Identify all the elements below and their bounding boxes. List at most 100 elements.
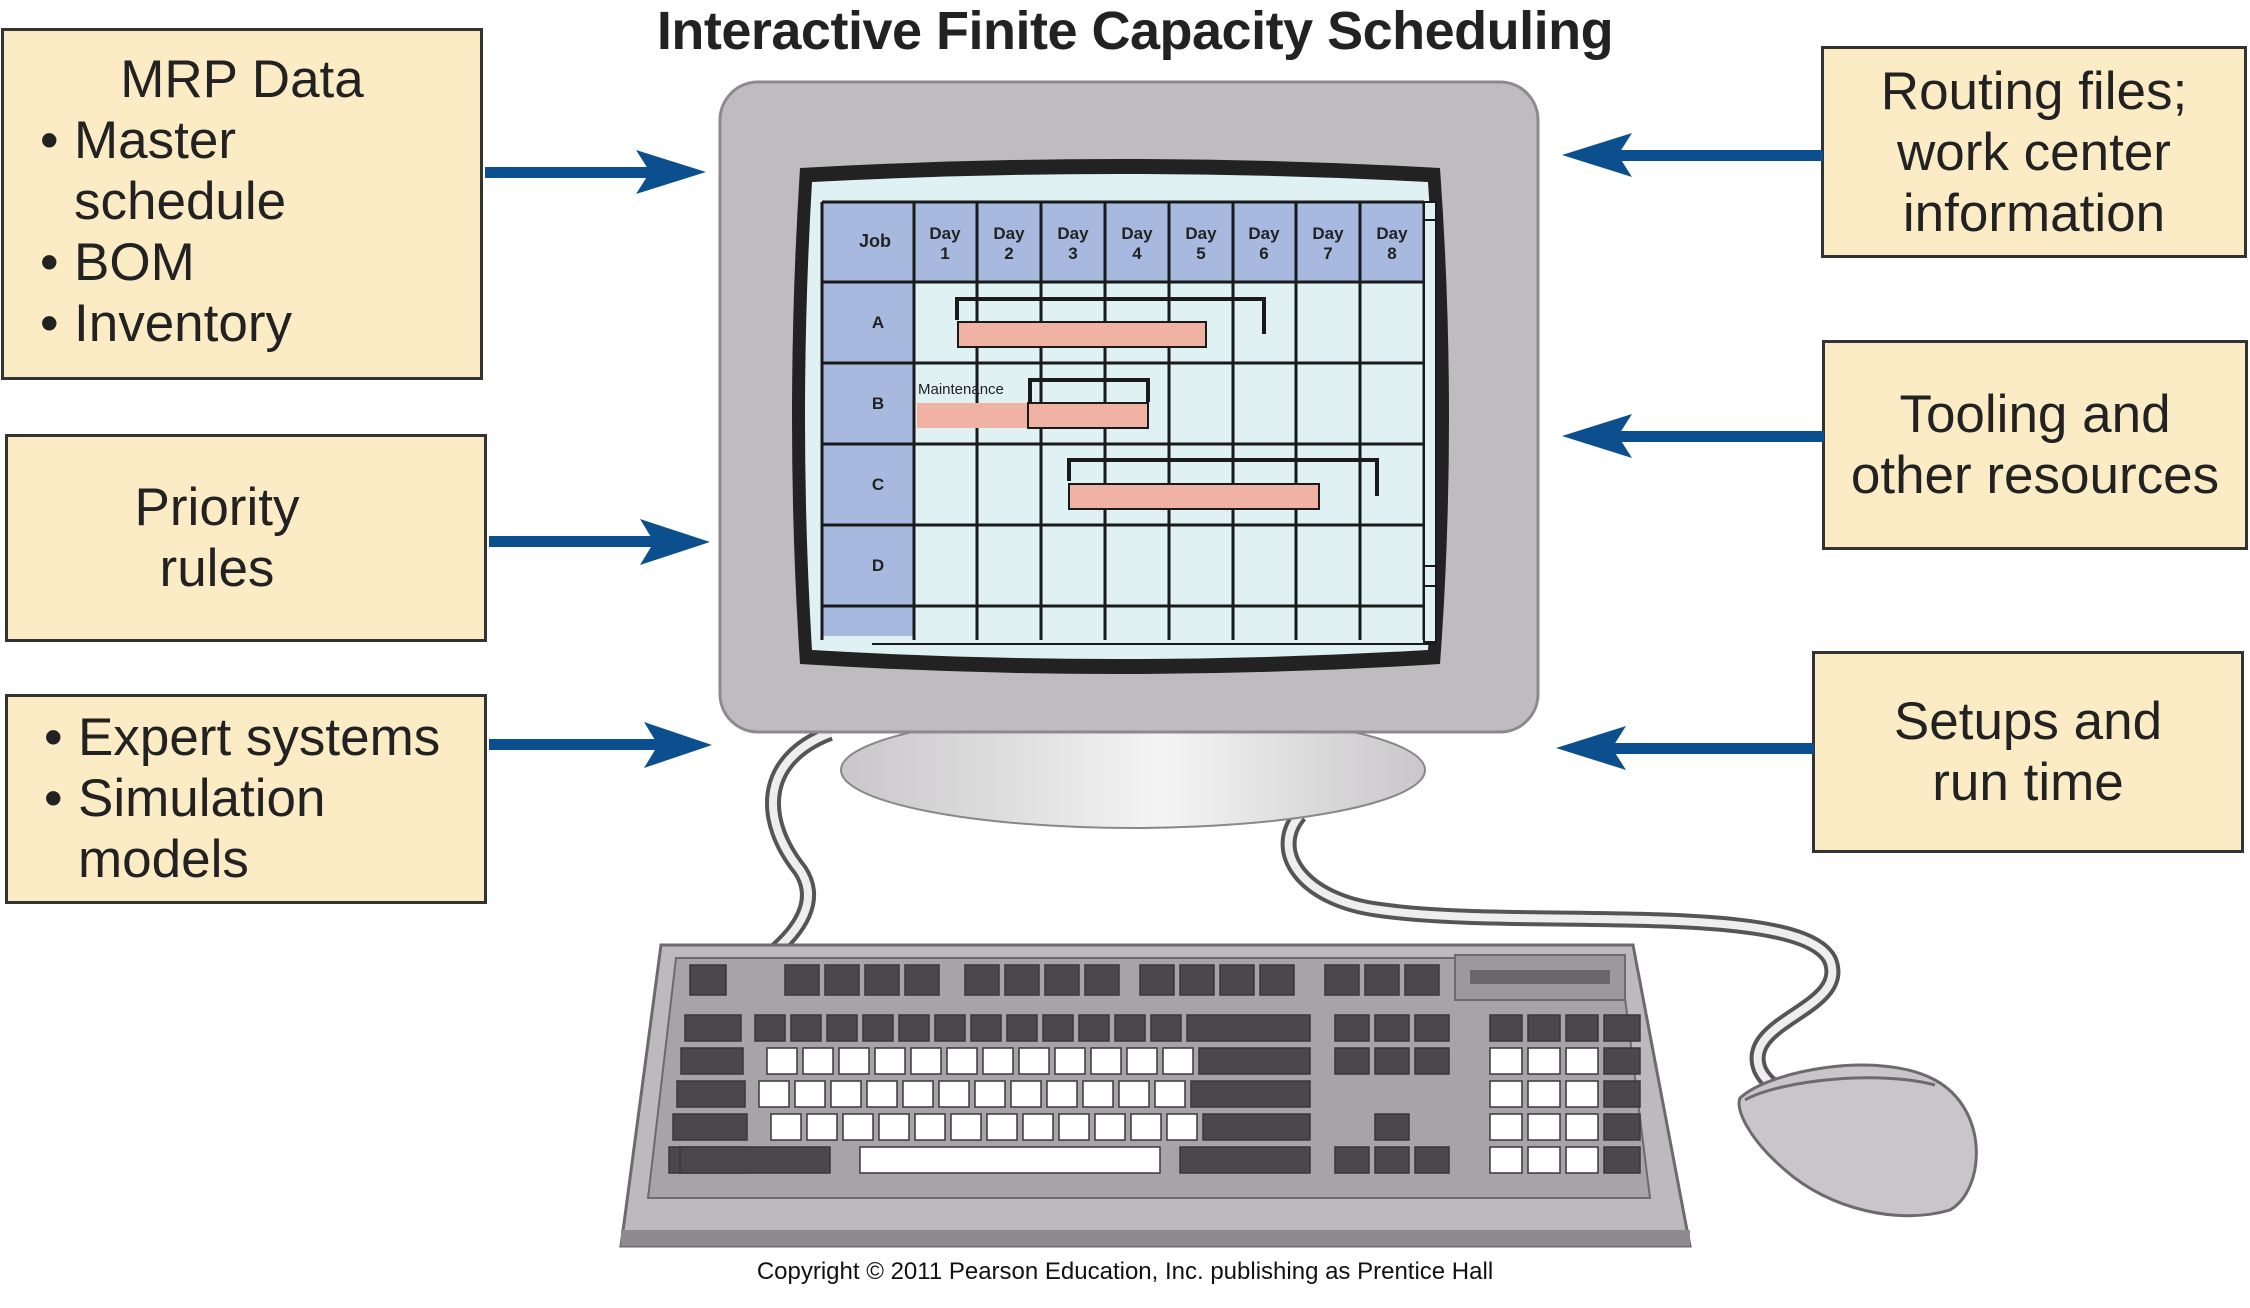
keyboard-key (676, 1080, 746, 1108)
routing-files-box: Routing files; work center information (1821, 46, 2247, 258)
keyboard-key (806, 1113, 838, 1141)
keyboard-key (1126, 1047, 1158, 1075)
keyboard-key (1414, 1146, 1450, 1174)
keyboard-key (1565, 1146, 1599, 1174)
keyboard-key (1334, 1146, 1370, 1174)
keyboard-key (1018, 1047, 1050, 1075)
keyboard-key (1404, 964, 1440, 996)
keyboard-key (1186, 1014, 1311, 1042)
keyboard-key (1022, 1113, 1054, 1141)
mouse (1737, 1063, 1978, 1218)
tooling-line-2: other resources (1850, 446, 2220, 505)
day-header-2: Day (993, 224, 1025, 243)
keyboard-key (866, 1080, 898, 1108)
keyboard-key (1565, 1080, 1599, 1108)
arrow-routing (1562, 133, 1823, 177)
keyboard-key (910, 1047, 942, 1075)
keyboard (619, 943, 1692, 1248)
keyboard-key (1334, 1014, 1370, 1042)
day-number-5: 5 (1196, 244, 1205, 263)
keyboard-key (1527, 1047, 1561, 1075)
arrow-setups (1556, 726, 1814, 770)
keyboard-key (842, 1113, 874, 1141)
day-header-8: Day (1376, 224, 1408, 243)
mrp-data-box: MRP Data Master schedule BOM Inventory (1, 28, 483, 380)
mrp-item-bom: BOM (4, 232, 480, 293)
copyright-note: Copyright © 2011 Pearson Education, Inc.… (756, 1258, 1494, 1285)
keyboard-key (1374, 1014, 1410, 1042)
keyboard-key (878, 1113, 910, 1141)
keyboard-key (838, 1047, 870, 1075)
keyboard-key (1219, 964, 1255, 996)
keyboard-key (680, 1047, 744, 1075)
setups-box: Setups and run time (1812, 651, 2244, 853)
priority-rules-line-1: Priority (134, 478, 300, 537)
job-b-bar (1027, 402, 1149, 429)
day-number-4: 4 (1132, 244, 1142, 263)
keyboard-key (1042, 1014, 1074, 1042)
keyboard-key (874, 1047, 906, 1075)
keyboard-key (950, 1113, 982, 1141)
keyboard-key (859, 1146, 1161, 1174)
routing-line-3: information (1902, 183, 2166, 243)
keyboard-key (1118, 1080, 1150, 1108)
item-simulation-models: Simulation models (8, 768, 358, 890)
keyboard-key (1150, 1014, 1182, 1042)
keyboard-key (1489, 1014, 1523, 1042)
keyboard-key (1162, 1047, 1194, 1075)
item-expert-systems: Expert systems (8, 707, 484, 768)
arrow-tooling (1562, 414, 1824, 458)
mouse-cable-inner (1284, 812, 1837, 1099)
keyboard-key (1094, 1113, 1126, 1141)
day-header-7: Day (1312, 224, 1344, 243)
keyboard-key (1054, 1047, 1086, 1075)
mrp-data-heading: MRP Data (120, 50, 364, 109)
keyboard-key (1565, 1047, 1599, 1075)
keyboard-key (1374, 1113, 1410, 1141)
keyboard-key (902, 1080, 934, 1108)
keyboard-key (784, 964, 820, 996)
keyboard-key (904, 964, 940, 996)
keyboard-key (1374, 1047, 1410, 1075)
keyboard-key (1527, 1146, 1561, 1174)
keyboard-key (1603, 1080, 1641, 1108)
arrow-expert (489, 722, 712, 768)
keyboard-key (1527, 1080, 1561, 1108)
keyboard-key (1324, 964, 1360, 996)
priority-rules-line-2: rules (159, 539, 275, 598)
keyboard-key (770, 1113, 802, 1141)
setups-line-2: run time (1932, 753, 2124, 812)
keyboard-key (672, 1113, 748, 1141)
job-c-bar (1068, 483, 1320, 510)
tooling-box: Tooling and other resources (1822, 340, 2248, 550)
day-number-8: 8 (1387, 244, 1396, 263)
keyboard-key (1603, 1113, 1641, 1141)
keyboard-key (794, 1080, 826, 1108)
keyboard-key (1374, 1146, 1410, 1174)
mrp-item-master-schedule: Master schedule (4, 110, 334, 232)
job-a-bracket (955, 297, 1266, 334)
keyboard-key (1179, 964, 1215, 996)
job-label-a: A (872, 313, 884, 332)
maintenance-label: Maintenance (918, 381, 1004, 398)
keyboard-key (1058, 1113, 1090, 1141)
day-number-1: 1 (940, 244, 949, 263)
keyboard-key (684, 1014, 742, 1042)
keyboard-key (758, 1080, 790, 1108)
arrow-priority (489, 519, 710, 565)
keyboard-key (1084, 964, 1120, 996)
setups-line-1: Setups and (1893, 692, 2163, 751)
day-header-6: Day (1248, 224, 1280, 243)
day-number-3: 3 (1068, 244, 1077, 263)
day-header-4: Day (1121, 224, 1153, 243)
keyboard-key (1565, 1113, 1599, 1141)
keyboard-key (1046, 1080, 1078, 1108)
keyboard-key (1090, 1047, 1122, 1075)
keyboard-key (1364, 964, 1400, 996)
keyboard-key (1006, 1014, 1038, 1042)
routing-line-1: Routing files; (1880, 61, 2188, 121)
keyboard-key (689, 964, 727, 996)
keyboard-key (1166, 1113, 1198, 1141)
